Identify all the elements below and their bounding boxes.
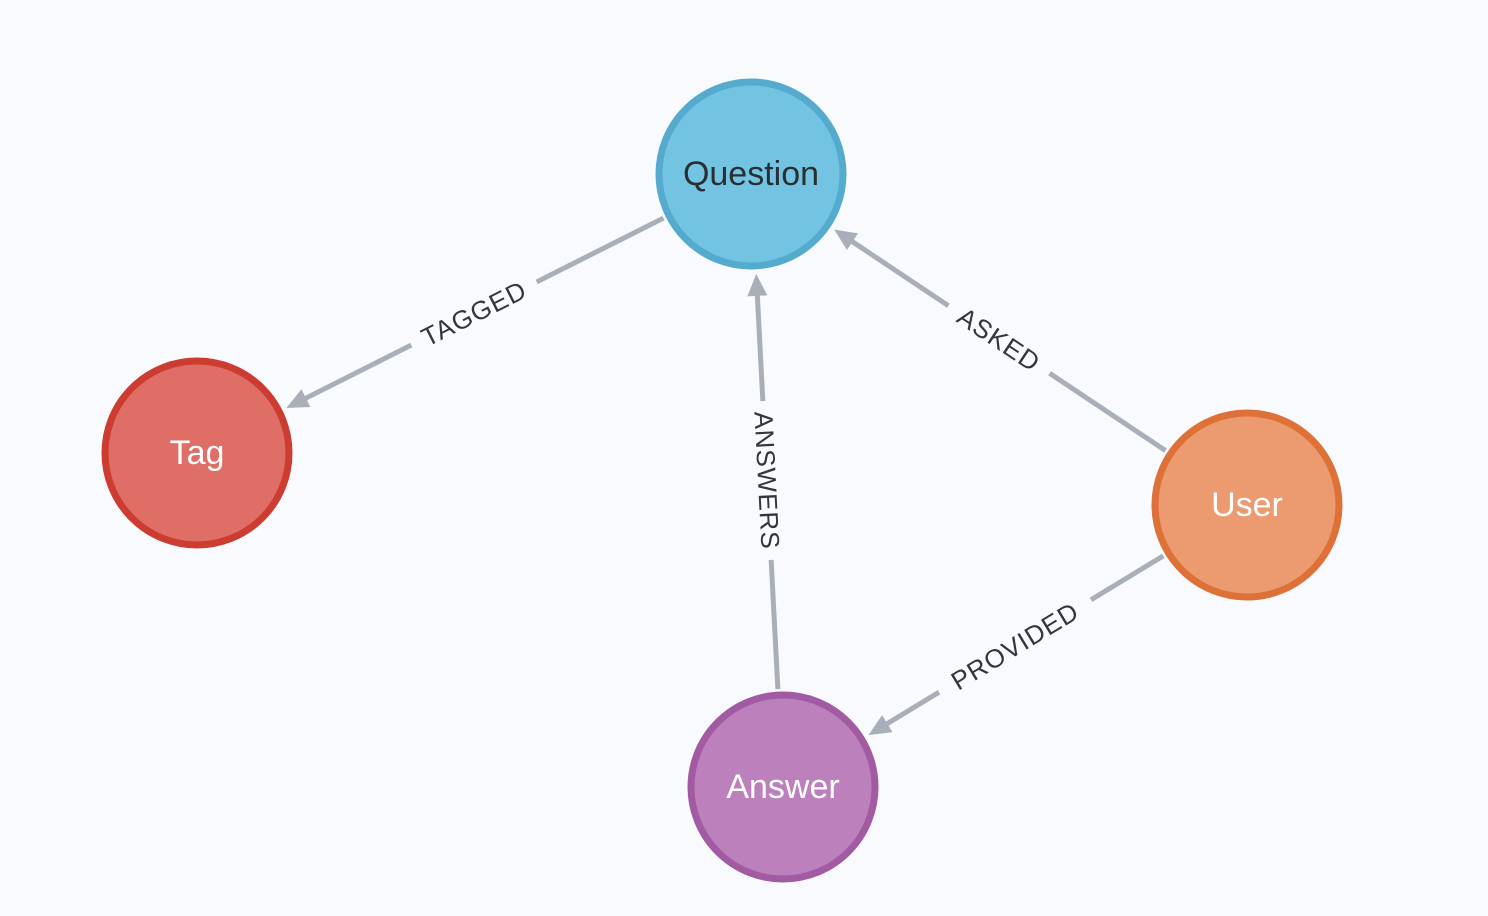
node-tag-circle [101, 357, 293, 549]
edge-provided-label-bg [930, 586, 1100, 706]
edge-answers-label-bg [747, 400, 787, 561]
node-question[interactable]: Question [655, 78, 847, 270]
edge-provided-label[interactable]: PROVIDED [946, 596, 1084, 696]
edge-asked[interactable]: ASKED [834, 229, 1167, 453]
edge-provided-arrowhead-icon [868, 715, 893, 736]
edge-tagged-label-bg [404, 268, 544, 359]
node-user-label: User [1211, 486, 1283, 524]
edge-answers-arrowhead-icon [747, 273, 768, 297]
edge-asked-label-bg [939, 292, 1059, 387]
edge-asked-label[interactable]: ASKED [952, 301, 1046, 378]
edge-provided[interactable]: PROVIDED [868, 553, 1165, 736]
edge-tagged[interactable]: TAGGED [286, 215, 665, 409]
node-answer-label: Answer [726, 768, 839, 806]
edge-tagged-arrowhead-icon [286, 389, 311, 409]
node-answer-circle [687, 691, 879, 883]
node-answer[interactable]: Answer [687, 691, 879, 883]
node-question-circle [655, 78, 847, 270]
edge-answers-label[interactable]: ANSWERS [748, 411, 785, 551]
edge-answers[interactable]: ANSWERS [747, 273, 787, 690]
node-tag-label: Tag [170, 434, 225, 472]
edge-asked-arrowhead-icon [834, 229, 859, 251]
node-user-circle [1151, 409, 1343, 601]
edge-tagged-label[interactable]: TAGGED [416, 274, 531, 352]
node-user[interactable]: User [1151, 409, 1343, 601]
node-question-label: Question [683, 155, 819, 193]
node-tag[interactable]: Tag [101, 357, 293, 549]
